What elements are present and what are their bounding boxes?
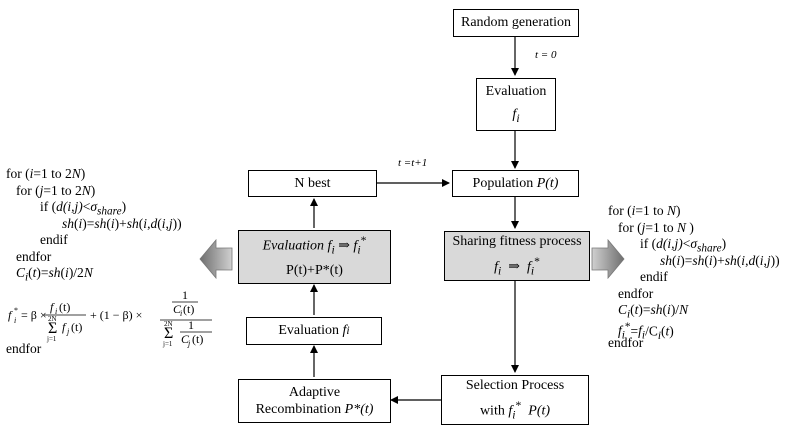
- right-code-line-2: for (j=1 to N ): [618, 219, 694, 235]
- svg-text:j: j: [187, 339, 191, 348]
- svg-text:1: 1: [182, 289, 188, 302]
- svg-text:2N: 2N: [164, 320, 173, 328]
- population-label: Population: [472, 175, 537, 191]
- random-generation-label: Random generation: [460, 15, 572, 31]
- population-box: Population P(t): [452, 170, 579, 197]
- svg-text:i: i: [180, 309, 182, 318]
- left-code-line-6: endfor: [16, 248, 52, 264]
- right-code-line-1: for (i=1 to N): [608, 203, 681, 218]
- right-code-line-7: Ci(t)=sh(i)/N: [618, 302, 689, 321]
- random-generation-box: Random generation: [453, 9, 579, 37]
- left-code-line-4: sh(i)=sh(i)+sh(i,d(i,j)): [62, 215, 182, 231]
- evaluation-gray-title: Evaluation: [262, 238, 328, 254]
- big-arrow-left: [199, 238, 233, 280]
- evaluation-gray-box: Evaluation fi ⇒ fi* P(t)+P*(t): [238, 230, 391, 284]
- left-code-line-1: for (i=1 to 2N): [6, 166, 86, 181]
- evaluation-gray-line2: P(t)+P*(t): [286, 263, 343, 279]
- svg-text:(t): (t): [183, 302, 194, 316]
- right-code-line-6: endfor: [618, 285, 654, 301]
- svg-text:*: *: [14, 306, 18, 315]
- right-code-line-3: if (d(i,j)<σshare): [640, 236, 727, 255]
- svg-text:2N: 2N: [48, 315, 57, 323]
- svg-text:= β ×: = β ×: [21, 308, 47, 322]
- right-code-line-9: endfor: [608, 335, 644, 350]
- n-best-box: N best: [248, 170, 377, 197]
- right-code-block: for (i=1 to N) for (j=1 to N ) if (d(i,j…: [608, 203, 780, 352]
- svg-text:i: i: [14, 316, 16, 325]
- svg-text:Σ: Σ: [164, 325, 173, 342]
- svg-text:f: f: [8, 308, 13, 322]
- adaptive-line1: Adaptive: [288, 384, 341, 400]
- svg-text:1: 1: [188, 318, 194, 332]
- svg-text:C: C: [173, 302, 182, 316]
- svg-text:+ (1 − β) ×: + (1 − β) ×: [90, 308, 142, 322]
- svg-text:i: i: [55, 307, 57, 316]
- selection-title: Selection Process: [465, 378, 565, 394]
- fitness-symbol: f: [512, 107, 517, 123]
- left-code-line-7: Ci(t)=sh(i)/2N: [16, 265, 93, 284]
- evaluation-top-box: Evaluation fi: [476, 78, 556, 131]
- sharing-fitness-title: Sharing fitness process: [452, 234, 582, 250]
- svg-text:Σ: Σ: [48, 320, 57, 337]
- right-code-line-4: sh(i)=sh(i)+sh(i,d(i,j)): [660, 252, 780, 268]
- population-var: P(t): [536, 175, 559, 191]
- left-code-endfor: endfor: [6, 341, 42, 356]
- svg-text:(t): (t): [59, 300, 70, 314]
- svg-text:f: f: [62, 320, 67, 334]
- evaluation-mid-label: Evaluation: [278, 323, 343, 339]
- right-code-line-8: fi*=fi/Ci(t): [618, 320, 674, 342]
- adaptive-recombination-box: Adaptive Recombination P*(t): [238, 379, 391, 423]
- left-code-line-5: endif: [40, 232, 68, 247]
- right-code-line-5: endif: [640, 269, 668, 284]
- label-t0: t = 0: [535, 49, 557, 61]
- sharing-fitness-box: Sharing fitness process fi ⇒ fi*: [444, 231, 590, 281]
- svg-text:(t): (t): [71, 320, 82, 334]
- svg-text:j=1: j=1: [46, 335, 57, 343]
- svg-text:(t): (t): [192, 332, 203, 346]
- big-arrow-right: [591, 238, 625, 280]
- label-t-plus-1: t =t+1: [398, 157, 428, 169]
- left-code-line-3: if (d(i,j)<σshare): [40, 199, 127, 218]
- n-best-label: N best: [294, 175, 331, 191]
- evaluation-top-title: Evaluation: [485, 83, 547, 99]
- left-code-block: for (i=1 to 2N) for (j=1 to 2N) if (d(i,…: [6, 166, 182, 284]
- svg-text:C: C: [181, 332, 190, 346]
- svg-text:j=1: j=1: [162, 340, 173, 348]
- svg-text:f: f: [50, 300, 55, 314]
- left-code-line-2: for (j=1 to 2N): [16, 182, 96, 198]
- selection-process-box: Selection Process with fi* P(t): [441, 375, 589, 425]
- svg-text:j: j: [66, 327, 70, 336]
